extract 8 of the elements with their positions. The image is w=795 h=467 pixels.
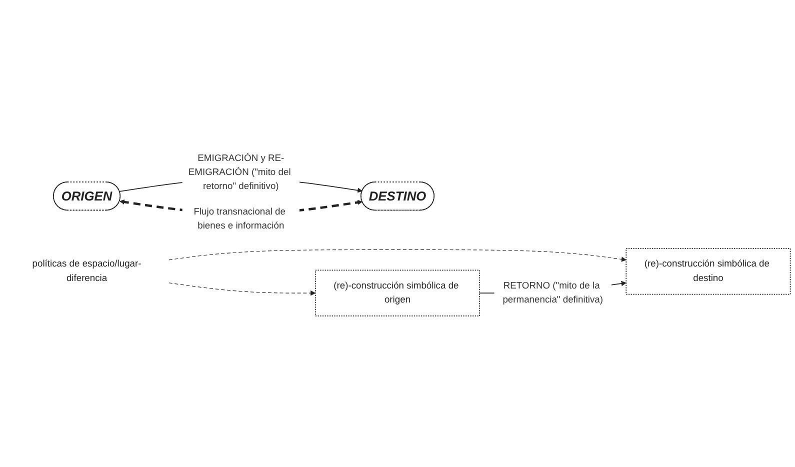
arrow	[168, 282, 316, 296]
edge-label: Flujo transnacional de bienes e información	[194, 206, 286, 231]
edge-label: EMIGRACIÓN y RE-EMIGRACIÓN ("mito del retorno" definitivo)	[188, 153, 291, 192]
arrow	[168, 249, 626, 262]
edge-label: RETORNO ("mito de la permanencia" definitiva)	[502, 280, 604, 304]
node-box: (re)-construcción simbólica de destino	[626, 248, 791, 294]
node-text: políticas de espacio/lugar-diferencia	[32, 258, 142, 283]
node-box: (re)-construcción simbólica de origen	[314, 269, 480, 316]
